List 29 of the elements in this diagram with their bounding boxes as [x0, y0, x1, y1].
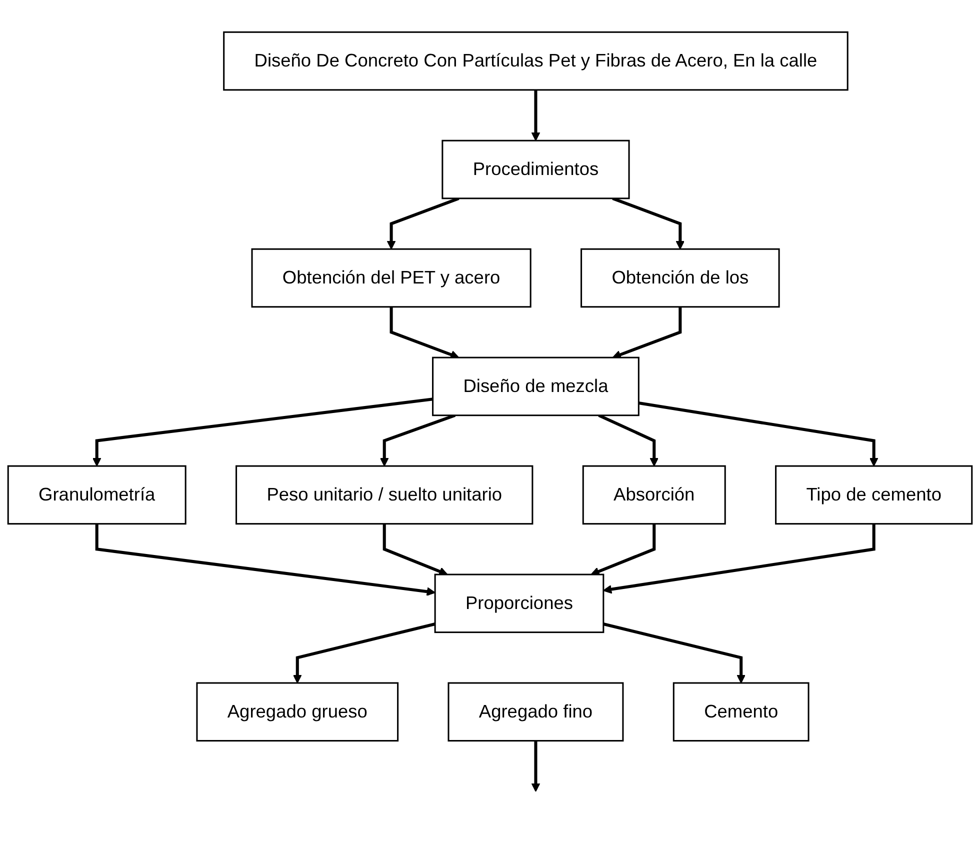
- arrow: [95, 524, 436, 596]
- node-box: Diseño De Concreto Con Partículas Pet y Fibras de Acero, En la calle: [223, 31, 848, 91]
- arrow: [531, 740, 540, 792]
- node-box: Cemento: [672, 682, 810, 742]
- arrow: [531, 90, 540, 141]
- arrow: [92, 398, 433, 466]
- node-box: Obtención de los: [580, 248, 780, 308]
- arrow: [386, 196, 460, 250]
- node-box: Obtención del PET y acero: [251, 248, 532, 308]
- arrow: [612, 306, 682, 359]
- arrow: [603, 622, 746, 684]
- arrow: [292, 622, 436, 684]
- arrow: [603, 524, 876, 594]
- arrow: [612, 196, 685, 250]
- node-box: Absorción: [582, 465, 726, 525]
- node-box: Proporciones: [434, 574, 604, 634]
- node-box: Agregado grueso: [196, 682, 399, 742]
- arrow: [590, 524, 656, 576]
- node-box: Tipo de cemento: [775, 465, 973, 525]
- arrow: [382, 524, 448, 576]
- node-box: Granulometría: [7, 465, 186, 525]
- node-box: Procedimientos: [442, 140, 630, 200]
- node-box: Agregado fino: [448, 682, 624, 742]
- arrow: [598, 414, 659, 466]
- arrow: [638, 401, 878, 466]
- node-box: Diseño de mezcla: [432, 356, 640, 416]
- node-box: Peso unitario / suelto unitario: [236, 465, 534, 525]
- arrow: [390, 306, 460, 359]
- arrow: [380, 414, 456, 466]
